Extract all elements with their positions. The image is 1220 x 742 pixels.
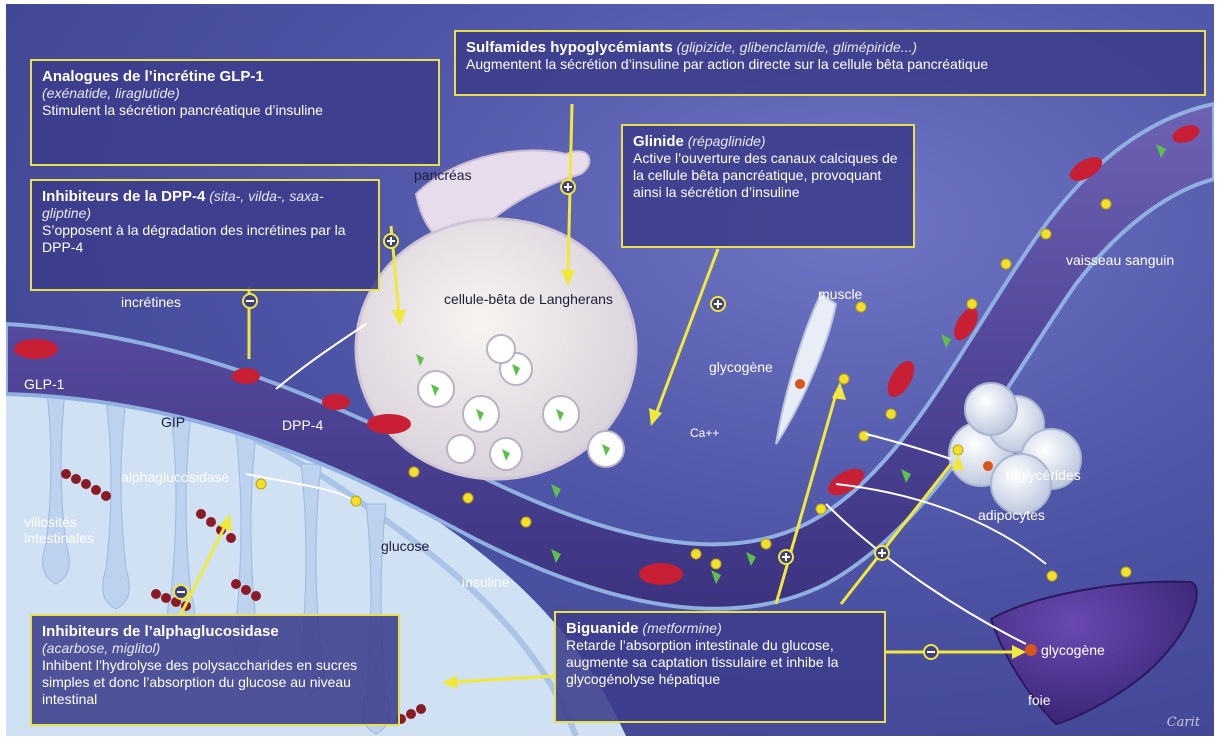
box-glinide-examples: (répaglinide) [688, 133, 766, 149]
box-glp1-title: Analogues de l’incrétine GLP-1 [42, 68, 428, 85]
box-glp1-examples: (exénatide, liraglutide) [42, 85, 428, 102]
label-incretines: incrétines [121, 294, 181, 310]
artist-signature: Carit [1167, 715, 1200, 730]
label-glycogene-muscle: glycogène [709, 359, 773, 375]
box-dpp4: Inhibiteurs de la DPP-4 (sita-, vilda-, … [30, 179, 380, 291]
box-biguanide-title: Biguanide [566, 620, 639, 637]
box-alpha-examples: (acarbose, miglitol) [42, 640, 388, 657]
label-glucose: glucose [381, 538, 429, 554]
label-beta-cell: cellule-bêta de Langherans [444, 291, 613, 307]
label-alphaglucosidase: alphaglucosidase [121, 469, 229, 485]
box-sulfamides: Sulfamides hypoglycémiants (glipizide, g… [454, 30, 1206, 96]
box-sulfamides-title: Sulfamides hypoglycémiants [466, 39, 673, 56]
box-biguanide: Biguanide (metformine) Retarde l’absorpt… [554, 611, 886, 723]
label-muscle: muscle [818, 286, 862, 302]
label-triglycerides: triglycérides [1006, 467, 1081, 483]
label-calcium: Ca++ [690, 426, 719, 440]
box-alpha: Inhibiteurs de l’alphaglucosidase (acarb… [30, 614, 400, 726]
box-glp1: Analogues de l’incrétine GLP-1 (exénatid… [30, 59, 440, 166]
label-dpp4: DPP-4 [282, 417, 323, 433]
box-dpp4-effect: S’opposent à la dégradation des incrétin… [42, 222, 368, 256]
box-glinide: Glinide (répaglinide) Active l’ouverture… [621, 124, 915, 248]
box-alpha-effect: Inhibent l’hydrolyse des polysaccharides… [42, 657, 388, 708]
label-glp1: GLP-1 [24, 376, 64, 392]
box-dpp4-title: Inhibiteurs de la DPP-4 [42, 188, 205, 205]
illustration: Sulfamides hypoglycémiants (glipizide, g… [6, 4, 1214, 736]
box-glp1-effect: Stimulent la sécrétion pancréatique d’in… [42, 102, 428, 119]
box-sulfamides-examples: (glipizide, glibenclamide, glimépiride..… [677, 39, 917, 55]
label-pancreas: pancréas [414, 167, 472, 183]
label-gip: GIP [161, 414, 185, 430]
label-villosites: villosités intestinales [24, 514, 134, 546]
label-adipocytes: adipocytes [978, 507, 1045, 523]
box-glinide-effect: Active l’ouverture des canaux calciques … [633, 150, 903, 201]
box-biguanide-effect: Retarde l’absorption intestinale du gluc… [566, 637, 874, 688]
label-foie: foie [1028, 692, 1051, 708]
label-glycogene-liver: glycogène [1041, 642, 1105, 658]
box-biguanide-examples: (metformine) [642, 620, 721, 636]
adipocytes-cluster [949, 383, 1081, 514]
label-insuline: insuline [462, 574, 509, 590]
box-alpha-title: Inhibiteurs de l’alphaglucosidase [42, 623, 388, 640]
label-vaisseau: vaisseau sanguin [1066, 252, 1174, 268]
box-sulfamides-effect: Augmentent la sécrétion d’insuline par a… [466, 56, 1194, 73]
box-glinide-title: Glinide [633, 133, 684, 150]
